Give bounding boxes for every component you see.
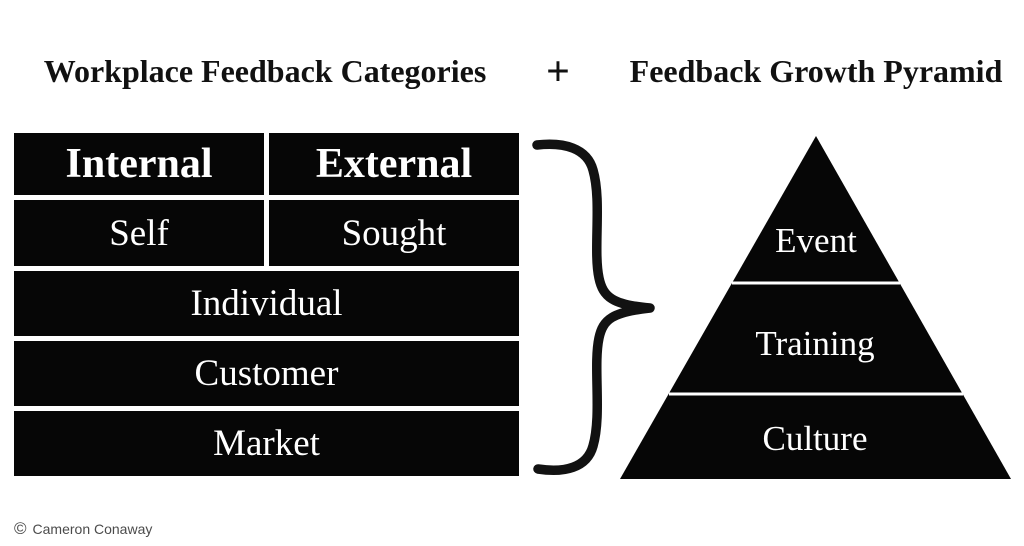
attribution: © Cameron Conaway (14, 520, 152, 538)
cell-sought: Sought (269, 200, 519, 266)
header-cell-internal: Internal (14, 133, 264, 195)
table-title: Workplace Feedback Categories (43, 53, 487, 89)
pyramid-level-label: Training (755, 324, 874, 363)
feedback-categories-table: Internal External Self Sought Individual… (14, 133, 519, 476)
table-row: Individual (14, 271, 519, 336)
curly-brace-icon (532, 139, 655, 475)
cell-individual: Individual (14, 271, 519, 336)
table-row: Internal External (14, 133, 519, 195)
header-cell-external: External (269, 133, 519, 195)
plus-icon: + (546, 49, 570, 95)
table-row: Customer (14, 341, 519, 406)
attribution-name: Cameron Conaway (32, 521, 153, 537)
table-row: Market (14, 411, 519, 476)
copyright-icon: © (14, 519, 27, 538)
cell-customer: Customer (14, 341, 519, 406)
pyramid-level-label: Culture (763, 419, 868, 458)
cell-self: Self (14, 200, 264, 266)
pyramid-level-label: Event (775, 221, 857, 260)
pyramid-title: Feedback Growth Pyramid (629, 53, 1003, 89)
cell-market: Market (14, 411, 519, 476)
table-row: Self Sought (14, 200, 519, 266)
